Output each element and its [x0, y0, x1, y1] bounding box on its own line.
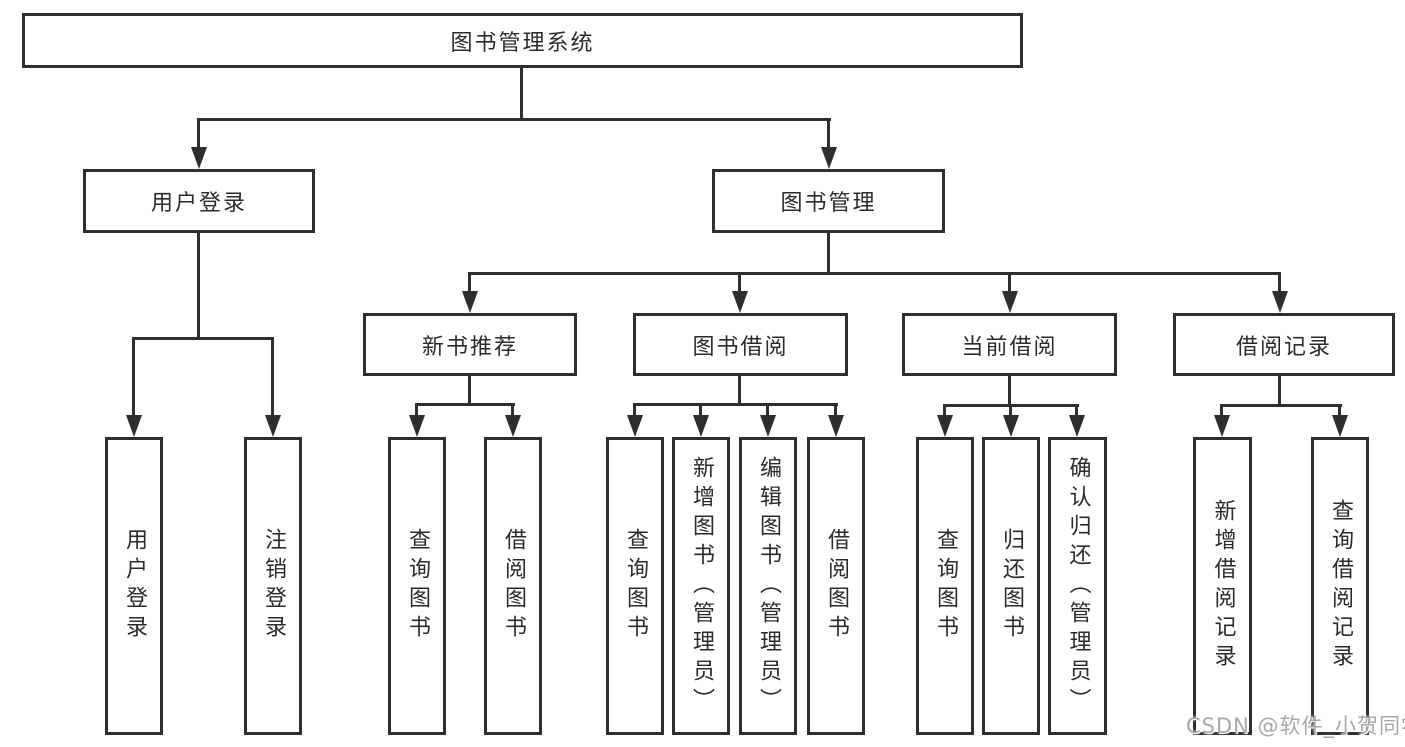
connector-drop [766, 403, 769, 420]
arrow-down-icon [1069, 415, 1085, 437]
node-current-borrow: 当前借阅 [902, 313, 1117, 376]
connector-drop [943, 404, 946, 420]
node-current-borrow-label: 当前借阅 [961, 334, 1058, 360]
leaf-current-confirm: 确认归还（管理员） [1048, 437, 1107, 735]
node-book-borrow-label: 图书借阅 [692, 334, 789, 360]
connector-drop-user-login [197, 118, 200, 152]
connector-drop [699, 403, 702, 420]
connector-borrow-records-stem [1278, 376, 1281, 407]
leaf-newbook-query-label: 查询图书 [405, 528, 430, 644]
arrow-down-icon [126, 415, 142, 437]
node-user-login: 用户登录 [83, 169, 315, 233]
arrow-down-icon [760, 415, 776, 437]
leaf-borrow-borrow-label: 借阅图书 [824, 528, 849, 644]
arrow-down-icon [191, 147, 207, 169]
arrow-down-icon [505, 415, 521, 437]
arrow-down-icon [409, 415, 425, 437]
leaf-borrow-borrow: 借阅图书 [807, 437, 865, 735]
leaf-current-confirm-label: 确认归还（管理员） [1065, 455, 1091, 717]
connector-drop-borrow-records [1278, 272, 1281, 296]
connector-drop-leaf-user-login [132, 337, 135, 420]
arrow-down-icon [821, 147, 837, 169]
connector-user-login-stem [197, 233, 200, 340]
leaf-newbook-borrow-label: 借阅图书 [501, 528, 526, 644]
leaf-current-query: 查询图书 [916, 437, 974, 735]
connector-drop-book-borrow [738, 272, 741, 296]
connector-user-login-rail [133, 337, 274, 340]
connector-drop [415, 403, 418, 420]
leaf-borrow-edit: 编辑图书（管理员） [739, 437, 797, 735]
connector-book-borrow-stem [738, 376, 741, 406]
connector-drop-leaf-logout [271, 337, 274, 420]
arrow-down-icon [693, 415, 709, 437]
arrow-down-icon [1003, 415, 1019, 437]
leaf-records-add-label: 新增借阅记录 [1210, 499, 1236, 673]
node-root: 图书管理系统 [22, 13, 1023, 68]
leaf-user-login-label: 用户登录 [122, 528, 147, 644]
arrow-down-icon [937, 415, 953, 437]
arrow-down-icon [462, 291, 478, 313]
leaf-newbook-query: 查询图书 [388, 437, 446, 735]
node-root-label: 图书管理系统 [450, 30, 595, 56]
connector-current-borrow-stem [1008, 376, 1011, 407]
node-borrow-records: 借阅记录 [1173, 313, 1395, 376]
arrow-down-icon [1214, 415, 1230, 437]
leaf-logout-label: 注销登录 [261, 528, 286, 644]
connector-drop [1338, 404, 1341, 420]
arrow-down-icon [1272, 291, 1288, 313]
connector-root-rail [198, 118, 831, 121]
connector-book-manage-stem [827, 233, 830, 275]
node-book-manage-label: 图书管理 [780, 191, 877, 216]
connector-new-book-rail [416, 403, 515, 406]
node-user-login-label: 用户登录 [150, 191, 247, 216]
connector-new-book-stem [468, 376, 471, 406]
arrow-down-icon [1332, 415, 1348, 437]
connector-drop [1220, 404, 1223, 420]
connector-book-borrow-rail [634, 403, 838, 406]
connector-drop [1075, 404, 1078, 420]
arrow-down-icon [828, 415, 844, 437]
leaf-borrow-add-label: 新增图书（管理员） [689, 455, 714, 717]
connector-drop-book-manage [827, 118, 830, 152]
csdn-watermark: CSDN @软件_小贺同学 [1186, 714, 1405, 738]
node-new-book: 新书推荐 [363, 313, 577, 376]
leaf-records-query-label: 查询借阅记录 [1328, 499, 1353, 673]
connector-drop-current-borrow [1008, 272, 1011, 296]
connector-drop [633, 403, 636, 420]
leaf-current-return-label: 归还图书 [999, 528, 1024, 644]
leaf-records-query: 查询借阅记录 [1311, 437, 1369, 735]
leaf-borrow-add: 新增图书（管理员） [672, 437, 730, 735]
node-new-book-label: 新书推荐 [421, 334, 518, 360]
leaf-borrow-query-label: 查询图书 [623, 528, 648, 644]
leaf-borrow-query: 查询图书 [606, 437, 664, 735]
connector-drop-new-book [468, 272, 471, 296]
leaf-borrow-edit-label: 编辑图书（管理员） [756, 455, 781, 717]
leaf-newbook-borrow: 借阅图书 [484, 437, 542, 735]
leaf-logout: 注销登录 [244, 437, 302, 735]
arrow-down-icon [732, 291, 748, 313]
connector-drop [511, 403, 514, 420]
leaf-user-login: 用户登录 [105, 437, 163, 735]
connector-borrow-records-rail [1221, 404, 1342, 407]
arrow-down-icon [627, 415, 643, 437]
node-book-borrow: 图书借阅 [633, 313, 848, 376]
arrow-down-icon [1002, 291, 1018, 313]
arrow-down-icon [265, 415, 281, 437]
connector-drop [1009, 404, 1012, 420]
connector-book-manage-rail [468, 272, 1281, 275]
connector-drop [834, 403, 837, 420]
leaf-records-add: 新增借阅记录 [1193, 437, 1252, 735]
connector-root-stem [520, 68, 523, 121]
leaf-current-query-label: 查询图书 [933, 528, 958, 644]
node-borrow-records-label: 借阅记录 [1235, 334, 1332, 360]
node-book-manage: 图书管理 [712, 169, 945, 233]
leaf-current-return: 归还图书 [982, 437, 1040, 735]
